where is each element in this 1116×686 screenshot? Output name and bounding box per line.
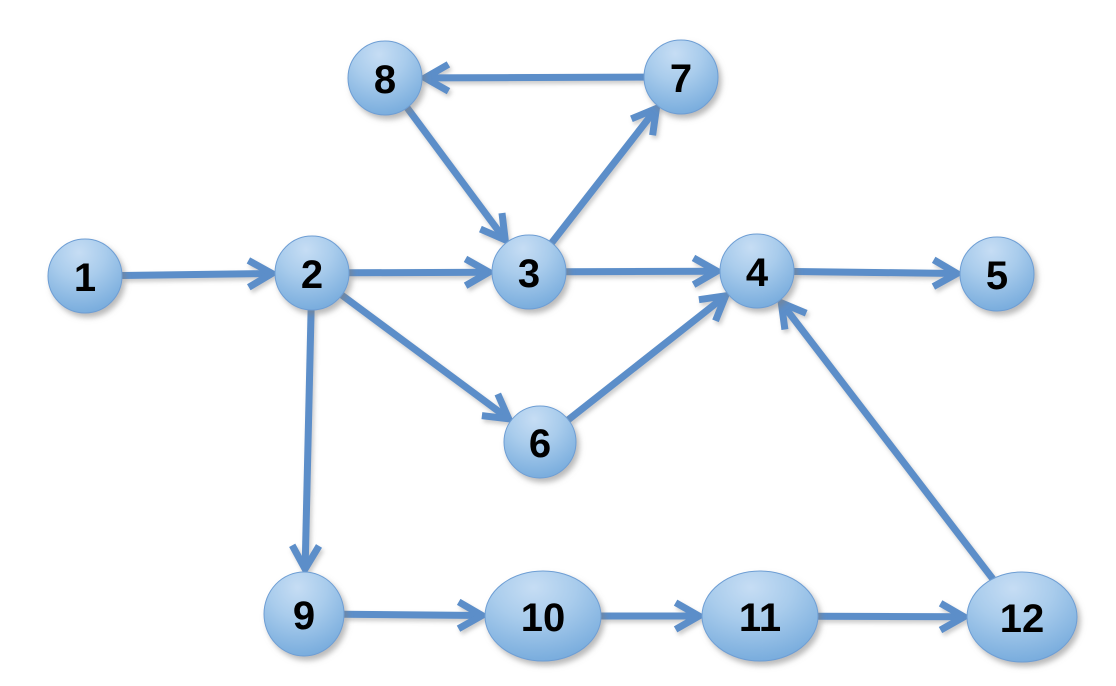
edge-11-to-12 <box>817 600 972 634</box>
arrowhead-icon <box>246 257 280 291</box>
graph-node-5[interactable]: 5 <box>959 236 1035 312</box>
node-label: 11 <box>739 596 781 640</box>
edge-line <box>793 268 958 277</box>
edge-7-to-8 <box>417 61 645 95</box>
node-label: 9 <box>293 594 315 638</box>
graph-node-2[interactable]: 2 <box>274 235 350 311</box>
node-shape[interactable] <box>263 571 345 657</box>
node-shape[interactable] <box>701 570 819 662</box>
arrowhead-icon <box>938 600 972 634</box>
edge-9-to-10 <box>343 598 490 632</box>
arrowhead-icon <box>777 297 808 330</box>
edge-line <box>778 300 996 582</box>
arrowhead-icon <box>479 212 510 246</box>
graph-node-6[interactable]: 6 <box>503 405 577 479</box>
edge-3-to-7 <box>548 102 661 245</box>
node-shape[interactable] <box>643 39 719 115</box>
node-shape[interactable] <box>484 570 602 662</box>
node-label: 7 <box>670 57 692 101</box>
graph-node-10[interactable]: 10 <box>484 570 602 662</box>
graph-node-4[interactable]: 4 <box>719 233 795 309</box>
arrowhead-icon <box>481 392 515 424</box>
graph-node-12[interactable]: 12 <box>966 571 1078 663</box>
graph-node-11[interactable]: 11 <box>701 570 819 662</box>
graph-node-7[interactable]: 7 <box>643 39 719 115</box>
graph-node-9[interactable]: 9 <box>263 571 345 657</box>
node-label: 8 <box>374 58 396 102</box>
edge-line <box>566 293 728 423</box>
edge-line <box>548 106 660 245</box>
node-label: 3 <box>518 252 540 296</box>
arrowhead-icon <box>698 291 732 323</box>
edge-6-to-4 <box>566 291 732 423</box>
graph-node-3[interactable]: 3 <box>491 234 567 310</box>
edge-2-to-9 <box>289 309 322 577</box>
edge-12-to-4 <box>777 297 996 582</box>
edge-8-to-3 <box>404 105 510 246</box>
edge-1-to-2 <box>121 257 280 291</box>
node-label: 5 <box>986 254 1008 298</box>
arrowhead-icon <box>673 599 707 633</box>
edge-line <box>348 268 490 277</box>
node-label: 10 <box>521 596 566 640</box>
graph-node-1[interactable]: 1 <box>47 238 123 314</box>
node-shape[interactable] <box>491 234 567 310</box>
node-label: 6 <box>529 422 551 466</box>
edge-3-to-4 <box>565 254 725 288</box>
arrowhead-icon <box>456 598 490 632</box>
arrowhead-icon <box>417 61 451 95</box>
edge-line <box>404 105 509 242</box>
node-label: 1 <box>74 256 96 300</box>
arrowhead-icon <box>691 254 725 288</box>
arrowhead-icon <box>463 255 497 289</box>
edge-line <box>121 270 273 279</box>
edge-line <box>817 612 965 621</box>
node-shape[interactable] <box>47 238 123 314</box>
node-label: 2 <box>301 253 323 297</box>
edge-2-to-3 <box>348 255 497 289</box>
node-label: 4 <box>746 251 769 295</box>
node-shape[interactable] <box>274 235 350 311</box>
arrowhead-icon <box>630 102 661 136</box>
node-label: 12 <box>1000 597 1045 641</box>
node-shape[interactable] <box>719 233 795 309</box>
edge-line <box>343 610 483 619</box>
edge-4-to-5 <box>793 256 965 290</box>
node-shape[interactable] <box>503 405 577 479</box>
edge-line <box>301 309 315 570</box>
edge-2-to-6 <box>339 292 515 424</box>
graph-node-8[interactable]: 8 <box>347 40 423 116</box>
edge-line <box>339 292 511 422</box>
arrowhead-icon <box>289 543 322 577</box>
node-shape[interactable] <box>959 236 1035 312</box>
edge-line <box>565 267 718 276</box>
edge-10-to-11 <box>601 599 707 633</box>
edges-layer <box>121 61 996 634</box>
edge-line <box>424 73 645 82</box>
node-shape[interactable] <box>347 40 423 116</box>
node-shape[interactable] <box>966 571 1078 663</box>
arrowhead-icon <box>931 256 965 290</box>
